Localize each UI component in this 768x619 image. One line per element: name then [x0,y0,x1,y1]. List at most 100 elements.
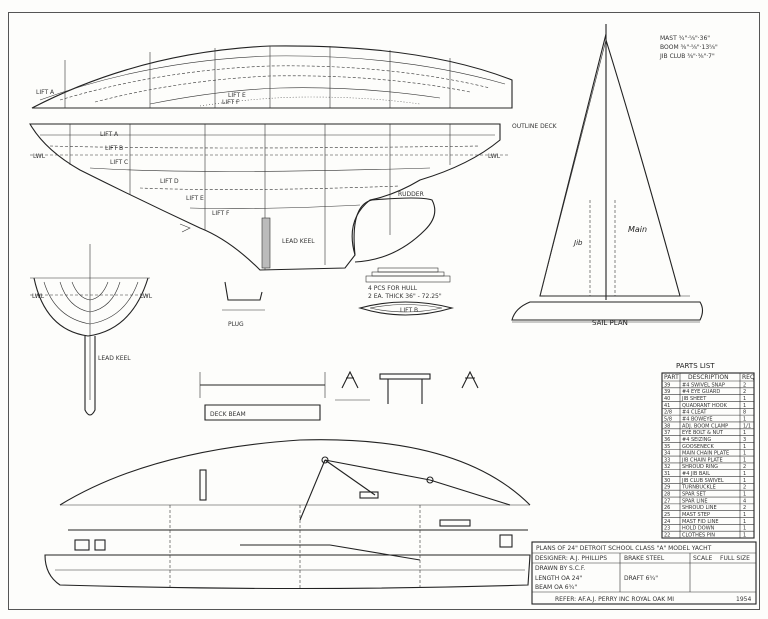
parts-cell: 40 [664,396,670,402]
parts-cell: 37 [664,430,670,436]
profile-lift-f-label: LIFT F [212,210,230,217]
parts-list: PARTS LIST PART DESCRIPTION REQ 39#4 SWI… [661,362,755,539]
parts-header-req: REQ [742,374,755,381]
parts-cell: 23 [664,526,670,532]
title-draft: DRAFT 6¾" [624,575,658,582]
parts-cell: 34 [664,451,670,457]
parts-cell: 33 [664,457,670,463]
parts-cell: 2 [743,485,746,491]
title-length: LENGTH OA 24" [535,575,582,582]
parts-cell: JIB CLUB SWIVEL [681,478,724,484]
parts-cell: MAIN CHAIN PLATE [682,451,729,457]
parts-cell: 27 [664,498,670,504]
parts-cell: EYE BOLT & NUT [682,430,724,436]
parts-cell: 41 [664,403,670,409]
parts-cell: ADJ. BOOM CLAMP [682,423,728,429]
parts-cell: #4 SWIVEL SNAP [682,382,725,388]
parts-cell: 1 [743,430,746,436]
lift-detail: 2 EA. THICK 36" - 72.25" 4 PCS FOR HULL … [358,267,455,316]
parts-cell: 26 [664,505,670,511]
title-beam: BEAM OA 6¾" [535,584,577,591]
spar-jib-club: JIB CLUB ⅜"·⅜"·7" [659,53,715,60]
main-label: Main [628,225,647,234]
parts-cell: SHROUD RING [682,464,718,470]
parts-cell: 1 [743,451,746,457]
parts-cell: 1 [743,526,746,532]
lift-detail-label: LIFT B [400,307,418,314]
parts-cell: 24 [664,519,670,525]
lead-keel-label: LEAD KEEL [282,238,315,245]
parts-cell: JIB SHEET [681,396,707,402]
profile-lift-a-label: LIFT A [100,131,119,138]
parts-cell: 4 [743,498,746,504]
lift-detail-note2: 4 PCS FOR HULL [368,285,418,292]
plug-label: PLUG [228,321,244,328]
plan-lift-e-label: LIFT E [228,92,246,99]
deck-beam-label: DECK BEAM [210,411,246,418]
outline-deck-label: OUTLINE DECK [512,123,558,130]
parts-cell: 1 [743,403,746,409]
rudder-label: RUDDER [398,191,424,198]
parts-cell: 31 [664,471,670,477]
parts-cell: SHROUD LINE [682,505,717,511]
profile-view-hull: LIFT A LIFT B LIFT C LIFT D LIFT E LIFT … [29,123,558,271]
parts-cell: 39 [664,389,670,395]
profile-lift-b-label: LIFT B [105,145,123,152]
profile-lift-e-label: LIFT E [186,195,204,202]
parts-cell: 38 [664,423,670,429]
parts-header-part: PART [664,374,679,381]
parts-cell: #4 EYE GUARD [682,389,720,395]
parts-cell: QUADRANT HOOK [682,403,728,409]
parts-cell: 28 [664,492,670,498]
parts-cell: 2 [743,505,746,511]
parts-cell: 25 [664,512,670,518]
plug-detail: PLUG [222,281,265,328]
parts-cell: 22 [664,533,670,539]
parts-cell: 1 [743,519,746,525]
title-scale-label: SCALE [693,555,712,562]
profile-lwl-right: LWL [488,153,501,160]
body-lwl-right: LWL [140,293,153,300]
parts-cell: 30 [664,478,670,484]
spar-table: MAST ¾"·⅝"·36" BOOM ⅜"·⅝"·13⅝" JIB CLUB … [659,35,718,60]
title-designer: DESIGNER: A.J. PHILLIPS [535,555,607,562]
spar-mast: MAST ¾"·⅝"·36" [660,35,710,42]
parts-list-title: PARTS LIST [676,362,715,370]
title-refer: REFER: AF.A.J. PERRY INC ROYAL OAK MI [555,596,674,603]
title-block: PLANS OF 24" DETROIT SCHOOL CLASS "A" MO… [531,541,757,605]
sail-plan-title: SAIL PLAN [592,319,628,327]
plan-lift-f-label: LIFT F [222,99,240,106]
title-line1: PLANS OF 24" DETROIT SCHOOL CLASS "A" MO… [536,545,712,552]
title-scale-value: FULL SIZE [720,555,750,562]
plan-lift-a-label: LIFT A [36,89,55,96]
parts-cell: SPAR SET [682,492,707,498]
parts-cell: 2 [743,389,746,395]
jib-label: Jib [572,239,583,247]
profile-lwl-left: LWL [33,153,46,160]
parts-cell: 2 [743,464,746,470]
plan-view-hull: LIFT A LIFT F LIFT E [31,45,513,109]
parts-cell: 1 [743,444,746,450]
fittings-row: DECK BEAM [199,370,479,421]
parts-cell: MAST STEP [682,512,710,518]
parts-cell: 1 [743,396,746,402]
body-plan: LWL LWL LEAD KEEL [30,244,153,416]
parts-cell: 2/8 [664,410,672,416]
parts-cell: 32 [664,464,670,470]
lift-detail-note: 2 EA. THICK 36" - 72.25" [368,293,442,300]
parts-cell: 1 [743,492,746,498]
parts-cell: TURNBUCKLE [681,485,716,491]
parts-cell: CLOTHES PIN [682,533,715,539]
parts-cell: 1 [743,471,746,477]
sail-plan: Jib Main SAIL PLAN [511,24,704,327]
parts-cell: JIB CHAIN PLATE [681,457,723,463]
parts-cell: 5/8 [664,416,672,422]
parts-cell: #4 SEIZING [682,437,711,443]
parts-cell: 1 [743,478,746,484]
title-brake-steel: BRAKE STEEL [624,555,665,562]
parts-cell: 1/1 [743,423,751,429]
parts-cell: 35 [664,444,670,450]
